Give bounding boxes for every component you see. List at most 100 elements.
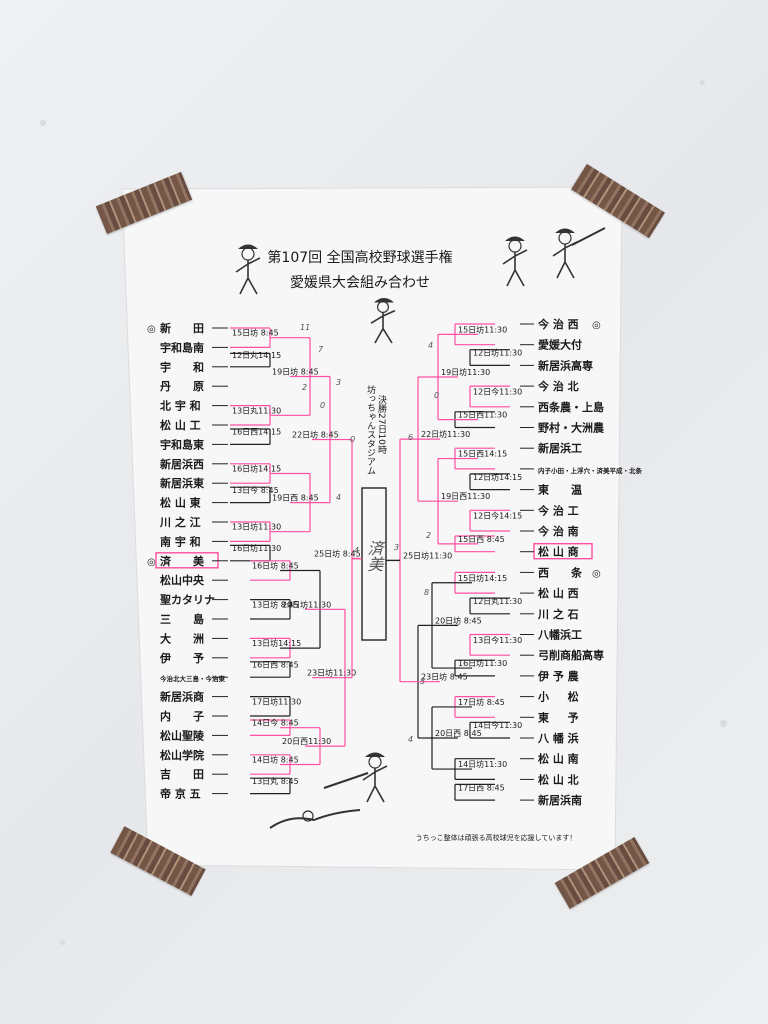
bat-icon-bottom: [323, 772, 369, 789]
match-time-left: 13日坊14:15: [252, 638, 301, 648]
match-time-right: 19日西11:30: [441, 492, 490, 501]
match-time-right: 13日今11:30: [473, 635, 522, 645]
team-name-left: 松 山 工: [160, 418, 201, 432]
handwritten-score: 5: [420, 677, 425, 686]
team-name-left: 吉 田: [160, 767, 204, 781]
handwritten-score: 0: [350, 435, 355, 444]
team-name-left: 内 子: [160, 709, 204, 723]
handwritten-score: 0: [320, 401, 325, 410]
team-name-left: 今治北大三島・今治東: [160, 674, 226, 683]
match-time-left: 23日坊11:30: [307, 668, 356, 678]
handwritten-score: 7: [318, 345, 324, 354]
match-time-left: 20日坊11:30: [282, 599, 331, 609]
pitcher-illustration-cap: [238, 244, 258, 249]
match-time-right: 12日坊11:30: [473, 348, 522, 358]
seed-mark: ◎: [592, 568, 601, 579]
match-time-left: 16日西 8:45: [252, 661, 299, 670]
final-info: 決勝27日10時: [376, 394, 387, 454]
team-name-left: 宇和島東: [160, 437, 205, 451]
team-name-left: 松 山 東: [160, 496, 202, 510]
seed-mark: ◎: [147, 557, 156, 568]
handwritten-score: 2: [426, 531, 431, 540]
mascot-illustration-body: [370, 309, 396, 344]
match-time-left: 20日西11:30: [282, 737, 331, 746]
team-name-right: 松 山 北: [538, 772, 579, 786]
match-time-right: 15日坊14:15: [458, 573, 507, 583]
team-name-right: 松 山 商: [538, 545, 579, 559]
match-time-left: 13日坊 8:45: [252, 599, 299, 609]
team-name-left: 新居浜西: [160, 457, 204, 471]
team-name-right: 今 治 南: [537, 524, 579, 538]
team-name-left: 川 之 江: [159, 515, 201, 529]
match-time-left: 14日今 8:45: [252, 718, 299, 728]
poster-content: 第107回 全国高校野球選手権愛媛県大会組み合わせ決勝27日10時坊っちゃんスタ…: [147, 227, 643, 842]
team-name-left: 帝 京 五: [160, 787, 201, 801]
match-time-right: 23日坊 8:45: [421, 672, 468, 682]
sliding-player-head: [302, 810, 314, 822]
team-name-left: 松山学院: [160, 748, 204, 762]
team-name-left: 新居浜東: [160, 476, 205, 490]
handwritten-score: 4: [408, 735, 413, 744]
team-name-right: 東 予: [538, 710, 579, 724]
team-name-left: 松山聖陵: [160, 728, 205, 742]
handwritten-score: 2: [302, 383, 307, 392]
match-time-right: 19日坊11:30: [441, 367, 490, 377]
handwritten-score: 3: [336, 378, 341, 387]
match-time-left: 22日坊 8:45: [292, 430, 339, 440]
match-time-left: 13日丸11:30: [232, 405, 281, 415]
team-name-right: 西条農・上島: [538, 400, 604, 414]
match-time-right: 12日今14:15: [473, 511, 522, 521]
team-name-left: 済 美: [160, 554, 205, 568]
team-name-right: 八 幡 浜: [537, 731, 579, 745]
team-name-right: 新居浜高専: [538, 358, 593, 372]
team-name-left: 大 洲: [160, 631, 204, 645]
match-time-right: 17日西 8:45: [458, 783, 505, 792]
batter-illustration-cap: [505, 236, 525, 241]
final-box: [361, 487, 387, 641]
handwritten-score: 4: [354, 546, 359, 555]
batting-illustration-bottom-body: [362, 765, 388, 803]
team-name-right: 川 之 石: [537, 607, 579, 621]
match-time-right: 15日西11:30: [458, 411, 507, 420]
team-name-right: 野村・大洲農: [538, 421, 605, 435]
team-name-right: 松 山 南: [538, 752, 579, 766]
team-name-right: 内子小田・上浮穴・済美平成・北条: [538, 466, 643, 475]
sliding-player-illustration: [269, 809, 361, 829]
team-name-left: 松山中央: [160, 573, 205, 587]
team-name-right: 伊 予 農: [537, 669, 580, 683]
team-name-left: 丹 原: [160, 380, 204, 393]
match-time-left: 14日坊 8:45: [252, 755, 299, 765]
team-name-right: 今 治 西: [537, 317, 579, 331]
pitcher-illustration-body: [235, 257, 261, 295]
match-time-right: 15日西14:15: [458, 450, 507, 459]
team-name-right: 今 治 北: [537, 379, 579, 393]
match-time-left: 12日丸14:15: [232, 350, 281, 360]
handwritten-score: 0: [434, 391, 439, 400]
team-name-right: 小 松: [537, 690, 579, 704]
seed-mark: ◎: [147, 324, 156, 335]
handwritten-score: 8: [424, 588, 429, 597]
team-name-left: 南 宇 和: [160, 534, 201, 548]
handwritten-score: 4: [428, 341, 433, 350]
match-time-right: 12日今11:30: [473, 386, 522, 396]
match-time-left: 19日坊 8:45: [272, 367, 319, 377]
handwritten-score: 4: [336, 493, 341, 502]
bat-icon: [571, 227, 606, 246]
match-time-left: 19日西 8:45: [272, 494, 319, 503]
match-time-left: 13日丸 8:45: [252, 776, 299, 786]
team-name-right: 松 山 西: [538, 586, 579, 600]
match-time-right: 22日坊11:30: [421, 429, 470, 439]
seed-mark: ◎: [592, 320, 601, 331]
match-time-right: 20日坊 8:45: [435, 615, 482, 625]
match-time-right: 17日坊 8:45: [458, 697, 505, 707]
team-name-left: 聖カタリナ: [160, 594, 215, 607]
match-time-right: 14日坊11:30: [458, 759, 507, 769]
handwritten-score: 6: [408, 433, 413, 442]
team-name-right: 八幡浜工: [537, 628, 582, 642]
team-name-left: 新 田: [160, 321, 204, 335]
team-name-right: 新居浜工: [538, 441, 582, 455]
team-name-left: 新居浜商: [160, 690, 204, 704]
team-name-right: 東 温: [538, 483, 582, 497]
batting-illustration-body: [552, 241, 578, 279]
match-time-left: 13日今 8:45: [232, 485, 279, 495]
